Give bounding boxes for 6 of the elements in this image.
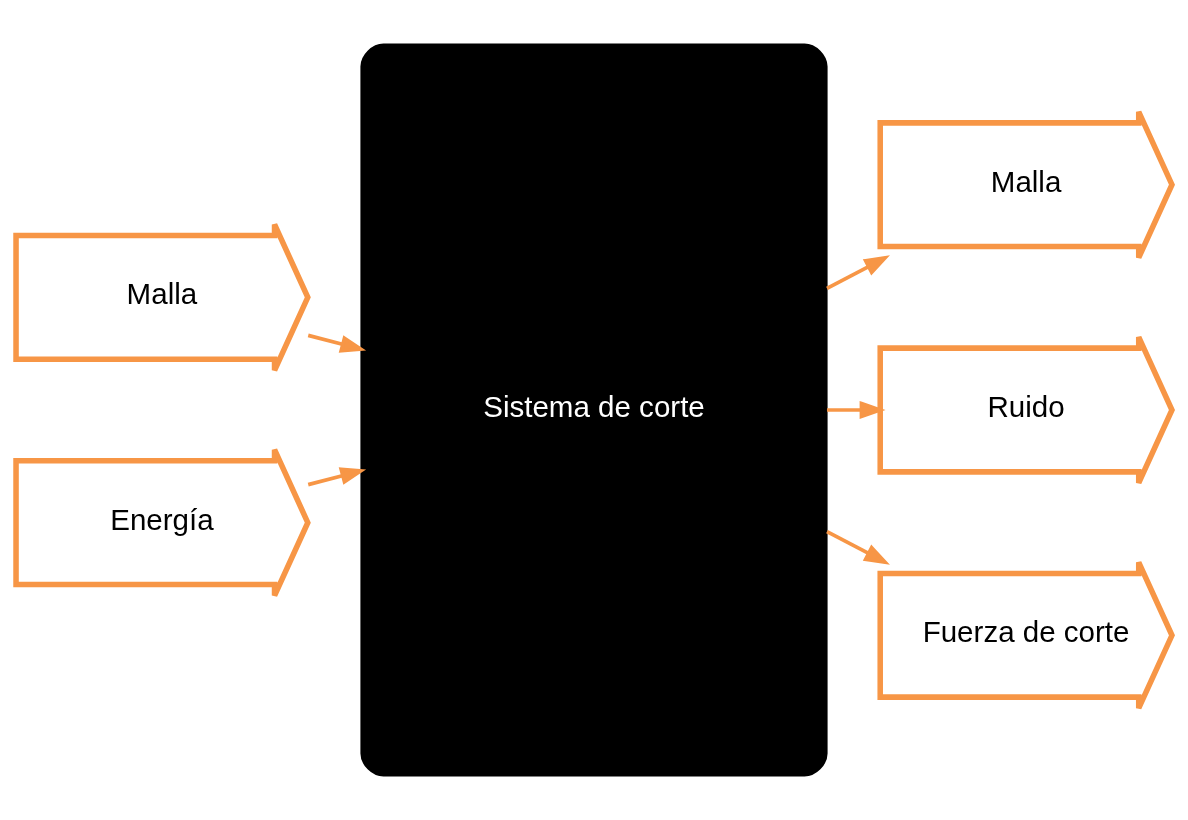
arrow xyxy=(826,529,890,565)
arrow xyxy=(826,255,890,291)
arrow xyxy=(307,467,367,487)
node-box: Sistema de corte xyxy=(360,43,828,777)
arrow xyxy=(827,400,886,420)
arrow xyxy=(307,333,367,353)
